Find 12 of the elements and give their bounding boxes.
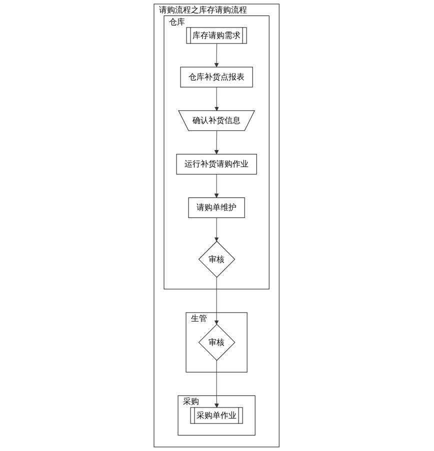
arrow <box>214 277 220 325</box>
node-diamond: 审核 <box>198 241 236 278</box>
node-box: 仓库补货点报表 <box>180 66 254 88</box>
node-box: 请购单维护 <box>188 197 246 218</box>
arrow <box>214 44 220 68</box>
arrow <box>214 86 220 112</box>
node-box: 运行补货请购作业 <box>176 154 258 174</box>
arrow <box>214 218 220 242</box>
arrow <box>214 174 220 198</box>
node-diamond: 审核 <box>198 324 236 361</box>
arrow <box>214 360 220 408</box>
arrow <box>214 130 220 154</box>
